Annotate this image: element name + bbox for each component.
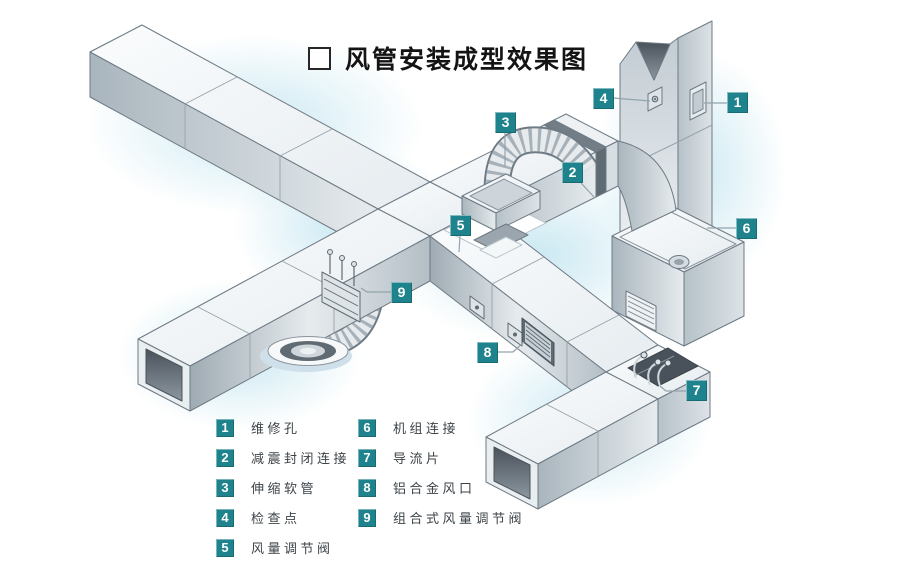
flex-hose-and-box-diffuser bbox=[443, 126, 598, 259]
round-ceiling-diffuser bbox=[260, 336, 352, 372]
title-text: 风管安装成型效果图 bbox=[345, 46, 589, 74]
legend-badge-8: 8 bbox=[358, 478, 376, 497]
checkbox-outline-icon bbox=[308, 46, 331, 70]
legend-item-5: 5 风量调节阀 bbox=[216, 538, 334, 557]
diagram-badge-9: 9 bbox=[391, 282, 412, 303]
diagram-badge-8: 8 bbox=[477, 342, 498, 363]
tower-top-notch-interior bbox=[635, 41, 671, 81]
diagram-badge-5: 5 bbox=[450, 215, 471, 236]
legend-label-5: 风量调节阀 bbox=[251, 541, 334, 556]
diagram-badge-1: 1 bbox=[727, 92, 748, 113]
outlet-end-interior bbox=[493, 446, 531, 500]
diffuser-box-right bbox=[495, 190, 541, 232]
legend-label-7: 导流片 bbox=[393, 451, 443, 466]
legend-badge-1: 1 bbox=[216, 418, 234, 437]
leader-lines bbox=[360, 97, 736, 392]
flange-band-light-front bbox=[605, 140, 619, 193]
diagram-badge-2: 2 bbox=[562, 162, 583, 183]
aluminum-grille bbox=[521, 317, 555, 367]
legend-item-3: 3 伸缩软管 bbox=[216, 478, 317, 497]
legend-badge-3: 3 bbox=[216, 478, 234, 497]
main-duct bbox=[89, 24, 431, 255]
legend-badge-6: 6 bbox=[358, 418, 376, 437]
legend-label-8: 铝合金风口 bbox=[393, 481, 476, 496]
legend-item-7: 7 导流片 bbox=[358, 448, 443, 467]
legend-label-6: 机组连接 bbox=[393, 421, 460, 436]
legend-badge-2: 2 bbox=[216, 448, 234, 467]
legend-badge-9: 9 bbox=[358, 508, 376, 527]
legend-label-9: 组合式风量调节阀 bbox=[393, 511, 526, 526]
diffuser-base-plate bbox=[479, 236, 523, 259]
legend-item-4: 4 检查点 bbox=[216, 508, 301, 527]
legend-item-8: 8 铝合金风口 bbox=[358, 478, 476, 497]
legend-item-6: 6 机组连接 bbox=[358, 418, 459, 437]
sw-duct-end-interior bbox=[145, 348, 183, 402]
legend-item-2: 2 减震封闭连接 bbox=[216, 448, 350, 467]
legend-badge-4: 4 bbox=[216, 508, 234, 527]
diagram-badge-7: 7 bbox=[686, 380, 707, 401]
legend-label-3: 伸缩软管 bbox=[251, 481, 318, 496]
legend-item-1: 1 维修孔 bbox=[216, 418, 301, 437]
curved-transition-fitting bbox=[617, 140, 677, 232]
legend-item-9: 9 组合式风量调节阀 bbox=[358, 508, 525, 527]
page-title: 风管安装成型效果图 bbox=[308, 40, 588, 76]
combined-damper-assembly bbox=[321, 249, 361, 323]
diagram-badge-3: 3 bbox=[495, 112, 516, 133]
maintenance-hole-inner bbox=[692, 88, 704, 115]
sw-outlet-duct bbox=[485, 371, 659, 510]
legend-badge-5: 5 bbox=[216, 538, 234, 557]
legend-label-2: 减震封闭连接 bbox=[251, 451, 351, 466]
legend-label-1: 维修孔 bbox=[251, 421, 301, 436]
legend-badge-7: 7 bbox=[358, 448, 376, 467]
unit-right-face bbox=[683, 241, 745, 347]
diagram-badge-6: 6 bbox=[736, 218, 757, 239]
flange-band-dark-front bbox=[595, 146, 607, 198]
legend-label-4: 检查点 bbox=[251, 511, 301, 526]
sw-duct-run bbox=[137, 208, 431, 412]
diffuser-box-top-inner bbox=[469, 178, 533, 211]
diagram-badge-4: 4 bbox=[593, 88, 614, 109]
